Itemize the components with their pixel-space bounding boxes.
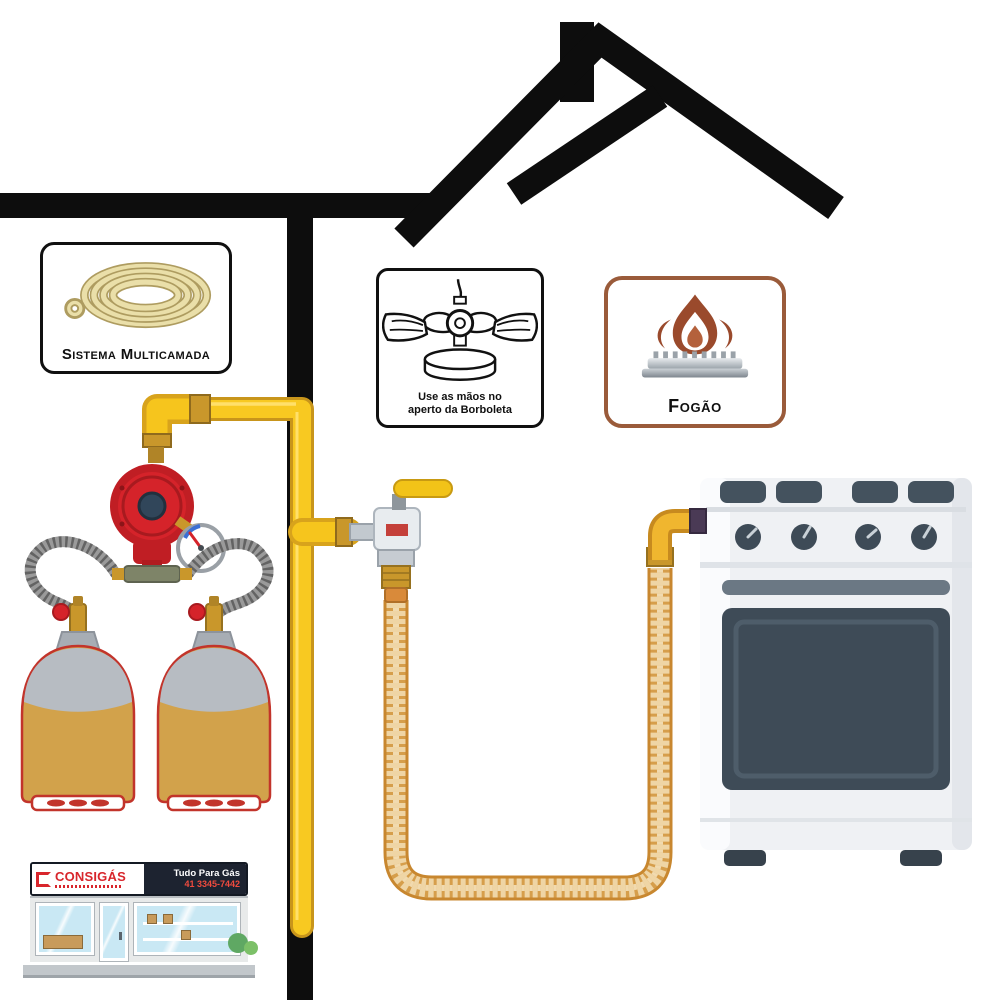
pressure-regulator xyxy=(110,464,194,570)
control-knobs xyxy=(735,524,937,550)
store-sidewalk xyxy=(23,965,255,978)
store-name: CONSIGÁS xyxy=(55,869,126,884)
hands-tightening-wing-nut-icon xyxy=(382,279,538,381)
stove-connector xyxy=(689,508,707,534)
consigas-logo-icon xyxy=(36,871,51,887)
ceiling-beam xyxy=(0,193,436,218)
stove-foot xyxy=(900,850,942,866)
oven-handle xyxy=(722,580,950,595)
store-item xyxy=(147,914,157,924)
store-sign-right: Tudo Para Gás 41 3345-7442 xyxy=(143,864,246,894)
store-item xyxy=(181,930,191,940)
hose-ferrule xyxy=(384,587,408,603)
borboleta-caption: Use as mãos no aperto da Borboleta xyxy=(408,391,512,419)
tee-fitting xyxy=(123,565,181,583)
multicamada-label: Sistema Multicamada xyxy=(61,346,211,363)
store-subtext-line xyxy=(55,885,122,888)
brass-adapter xyxy=(381,565,411,589)
borboleta-box: Use as mãos no aperto da Borboleta xyxy=(376,268,544,428)
gas-cylinder-right xyxy=(156,594,272,812)
store-window-left xyxy=(36,903,94,955)
brass-nut xyxy=(142,433,172,448)
fogao-label: Fogão xyxy=(668,396,722,416)
brass-nut xyxy=(189,394,211,424)
fogao-box: Fogão xyxy=(604,276,786,428)
store-tagline: Tudo Para Gás xyxy=(173,867,240,879)
storefront: CONSIGÁS Tudo Para Gás 41 3345-7442 xyxy=(23,862,258,978)
gas-cylinder-left xyxy=(20,594,136,812)
bush-icon xyxy=(228,933,248,953)
store-item xyxy=(163,914,173,924)
pressure-gauge xyxy=(174,516,226,573)
pipe-coil-icon xyxy=(64,262,212,329)
multicamada-box: Sistema Multicamada xyxy=(40,242,232,374)
roof-inner-edge xyxy=(506,85,668,205)
store-shelf xyxy=(143,922,233,925)
stove xyxy=(700,478,972,866)
store-phone: 41 3345-7442 xyxy=(184,879,240,890)
borboleta-caption-line2: aperto da Borboleta xyxy=(408,404,512,417)
yellow-gas-pipe xyxy=(186,397,314,938)
burners xyxy=(720,481,954,503)
valve-lever xyxy=(393,479,453,498)
stove-foot xyxy=(724,850,766,866)
burner-flame-icon xyxy=(641,294,749,378)
oven-window xyxy=(722,608,950,790)
regulator-assembly xyxy=(110,394,226,573)
store-door xyxy=(100,903,128,961)
gas-valve-assembly xyxy=(288,479,453,603)
borboleta-caption-line1: Use as mãos no xyxy=(418,390,502,403)
flexible-hose xyxy=(383,568,673,901)
store-bench xyxy=(43,935,83,949)
bush-icon xyxy=(244,941,258,955)
store-sign-left: CONSIGÁS xyxy=(32,864,144,894)
stove-elbow xyxy=(646,508,707,567)
door-handle xyxy=(119,932,122,940)
roof-outline xyxy=(394,22,844,248)
store-facade xyxy=(30,896,258,962)
store-sign: CONSIGÁS Tudo Para Gás 41 3345-7442 xyxy=(30,862,248,896)
store-window-right xyxy=(134,903,240,955)
